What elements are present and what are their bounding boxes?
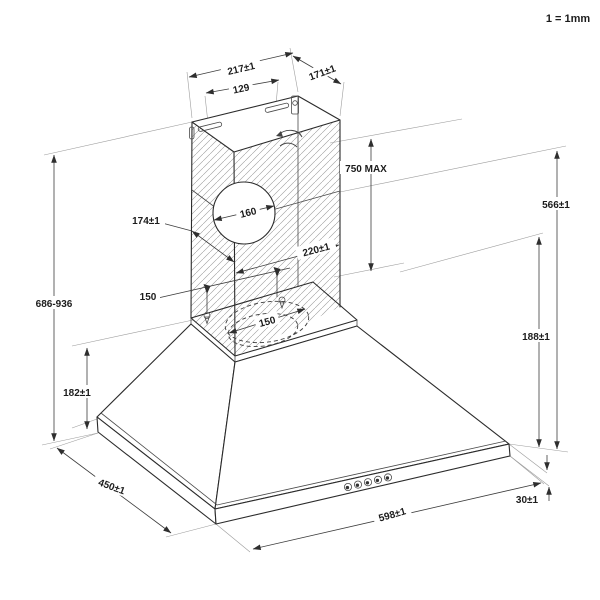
label-hood-width: 598±1	[378, 506, 408, 524]
hanging-hook-right	[278, 296, 286, 310]
mounting-slot-left	[197, 121, 223, 132]
label-rim-height: 30±1	[516, 495, 539, 506]
dim-duct-depth	[191, 230, 235, 263]
label-canopy-height-right: 188±1	[522, 332, 550, 343]
label-outlet-dia: 160	[239, 206, 258, 221]
side-slot	[189, 126, 195, 140]
label-body-height: 566±1	[542, 200, 570, 211]
label-duct-depth: 174±1	[132, 216, 160, 227]
telescopic-seam	[191, 189, 217, 209]
control-button-5	[383, 473, 392, 482]
hanging-hook-left	[203, 312, 211, 325]
dimension-labels: 1 = 1mm 217±1 129 171±1 750 MAX 174±1 16…	[31, 13, 590, 526]
ceiling-bracket	[291, 95, 299, 115]
label-canopy-height-left: 182±1	[63, 388, 91, 399]
scale-note: 1 = 1mm	[546, 13, 591, 25]
label-overall-height: 686-936	[36, 299, 73, 310]
mounting-slot-right	[264, 102, 290, 113]
label-hook-spacing: 150	[140, 292, 157, 303]
label-max-height: 750 MAX	[345, 164, 387, 175]
label-outlet-hole-dia: 150	[258, 315, 277, 330]
dim-hook-spacing	[157, 267, 291, 312]
label-slot-spacing: 129	[232, 82, 251, 96]
dim-rim-height	[544, 455, 552, 501]
airflow-arrow-icon	[276, 129, 303, 148]
canopy	[96, 323, 510, 510]
outlet-hole-dashed	[224, 300, 310, 344]
dim-duct-depth-leader	[161, 222, 193, 232]
